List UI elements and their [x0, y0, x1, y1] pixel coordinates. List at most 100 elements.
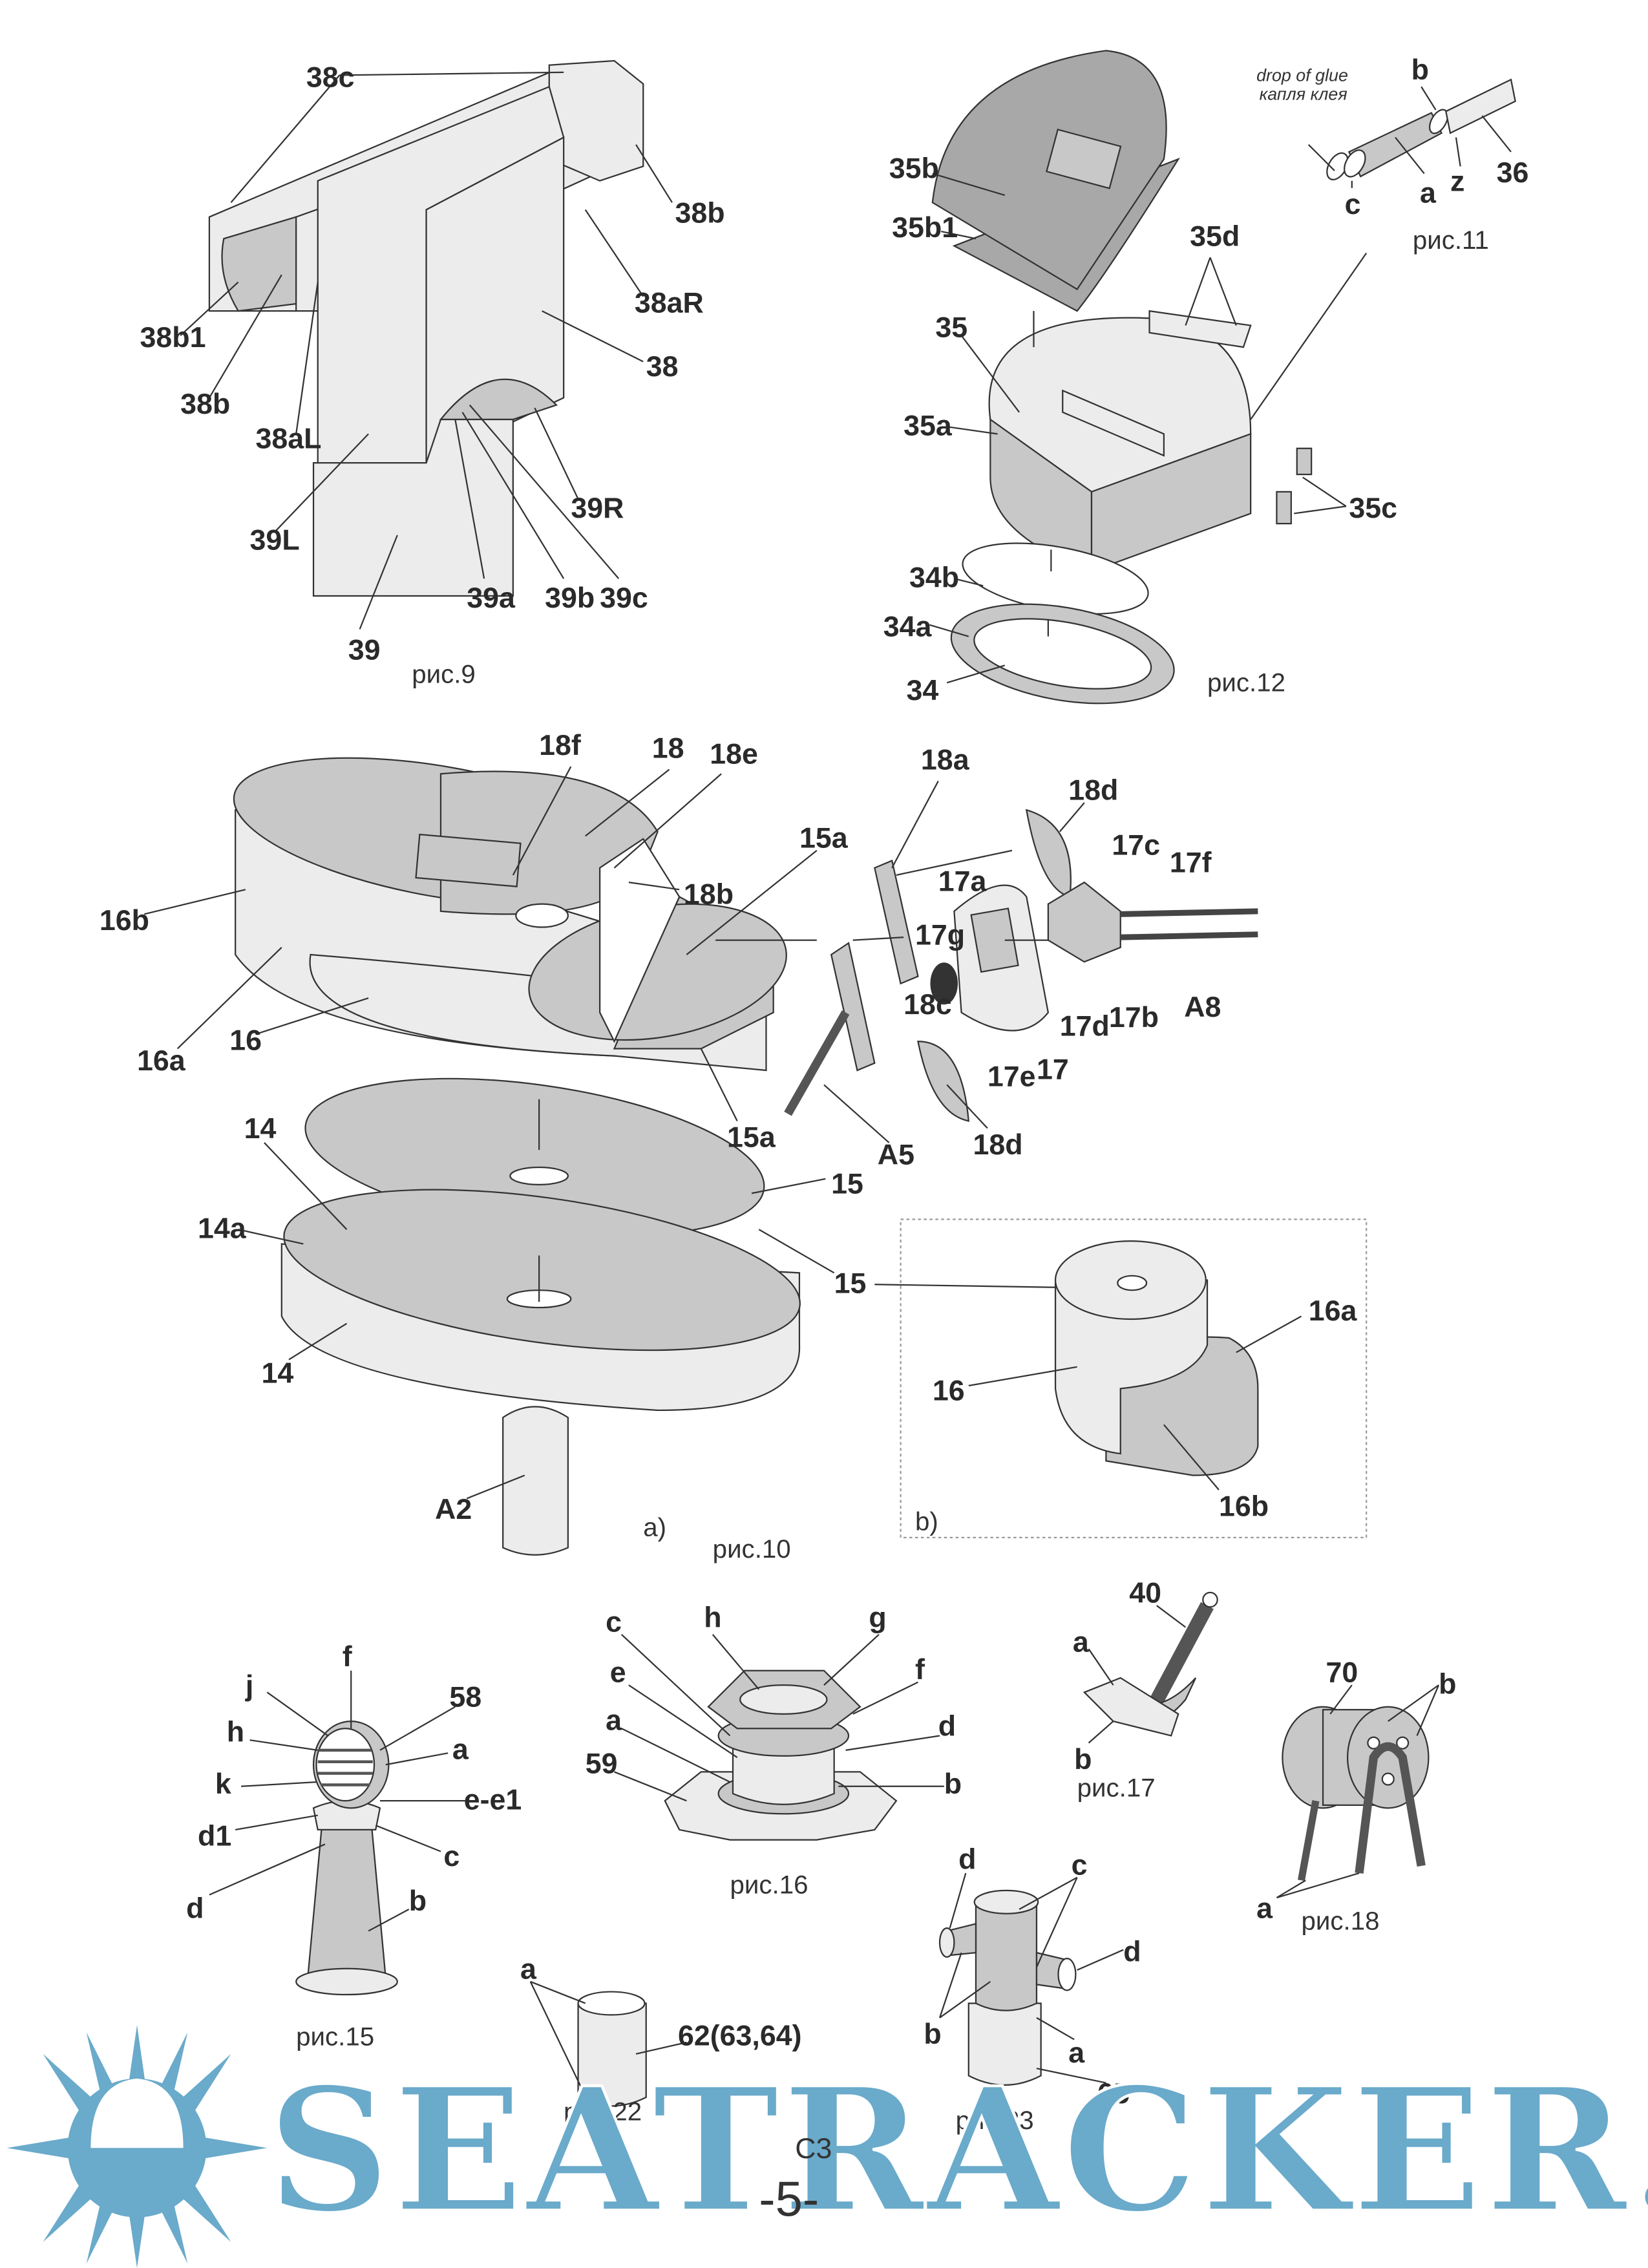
label-34b: 34b — [909, 562, 959, 594]
label-14: 14 — [261, 1357, 293, 1389]
part-38-front — [425, 136, 565, 464]
label-18d: 18d — [973, 1129, 1023, 1161]
label-d: d — [938, 1710, 956, 1742]
seatracker-watermark: SEATRACKER.RU — [6, 2025, 1648, 2268]
label-18d: 18d — [1068, 774, 1118, 807]
label-b: b — [1439, 1668, 1456, 1701]
label-a: a — [1073, 1626, 1090, 1659]
subfigure-b-label: b) — [915, 1507, 938, 1536]
label-18a: 18a — [921, 744, 970, 776]
label-b: b — [409, 1885, 427, 1917]
subfigure-a-label: a) — [643, 1513, 666, 1542]
label-14a: 14a — [198, 1213, 247, 1245]
label-f: f — [915, 1653, 925, 1686]
label-17: 17 — [1037, 1053, 1069, 1085]
anchor-shank — [1143, 1602, 1214, 1718]
part-18a — [874, 859, 919, 985]
glue-note-ru: капля клея — [1260, 84, 1347, 103]
part-35-front — [1090, 432, 1252, 573]
label-b: b — [1074, 1743, 1092, 1775]
label-15: 15 — [831, 1167, 863, 1200]
label-38b: 38b — [675, 197, 724, 229]
label-c: c — [1072, 1849, 1088, 1881]
label-a: a — [452, 1733, 469, 1765]
label-A8: A8 — [1184, 991, 1221, 1023]
label-35d: 35d — [1190, 220, 1240, 252]
label-c: c — [606, 1606, 622, 1638]
caption-fig22: рис.22 — [564, 2097, 642, 2126]
label-59: 59 — [586, 1748, 618, 1780]
label-17c: 17c — [1112, 829, 1160, 862]
label-18f: 18f — [539, 729, 581, 761]
frame-a — [1355, 1742, 1426, 1874]
label-16b: 16b — [100, 904, 149, 937]
label-35c: 35c — [1349, 492, 1397, 524]
part-h — [739, 1684, 828, 1715]
label-f: f — [343, 1640, 352, 1673]
label-b: b — [944, 1768, 962, 1800]
part-18f — [415, 833, 522, 887]
label-39b: 39b — [545, 582, 595, 614]
label-A5: A5 — [878, 1138, 914, 1171]
part-18d-top — [1025, 809, 1072, 898]
label-17e: 17e — [988, 1061, 1036, 1093]
watermark-text: SEATRACKER.RU — [267, 2050, 1648, 2251]
label-17d: 17d — [1060, 1010, 1110, 1042]
part-39R — [439, 378, 558, 421]
part-18e — [515, 903, 569, 928]
caption-fig15: рис.15 — [296, 2022, 374, 2051]
sheet-number: C3 — [795, 2132, 832, 2165]
label-35a: 35a — [903, 410, 953, 442]
label-38aL: 38aL — [256, 423, 322, 455]
caption-fig23: рис.23 — [956, 2106, 1034, 2135]
label-38: 38 — [646, 350, 679, 383]
label-k: k — [215, 1768, 231, 1800]
label-35b1: 35b1 — [892, 211, 958, 244]
label-62-63-64: 62(63,64) — [678, 2019, 802, 2051]
label-39L: 39L — [250, 524, 300, 556]
sun-logo-highlight — [90, 2078, 184, 2148]
label-a: a — [1420, 176, 1437, 209]
label-z: z — [1450, 165, 1464, 197]
label-17f: 17f — [1170, 846, 1212, 878]
figure-15: j f 58 h a k e-e1 d1 c d b рис.15 — [186, 1640, 522, 2051]
figure-17: 40 a b рис.17 — [1073, 1577, 1218, 1802]
label-38c: 38c — [306, 61, 355, 93]
part-b-ring — [1429, 109, 1449, 134]
label-18: 18 — [652, 732, 684, 765]
figure-18: 70 b a рис.18 — [1256, 1657, 1456, 1936]
label-17a: 17a — [938, 865, 988, 898]
label-a: a — [1256, 1892, 1273, 1924]
label-35: 35 — [935, 311, 967, 343]
label-d: d — [958, 1843, 976, 1875]
part-17g — [930, 962, 958, 1005]
caption-fig11: рис.11 — [1413, 226, 1489, 255]
label-j: j — [245, 1669, 253, 1702]
label-c: c — [443, 1840, 460, 1872]
part-17c — [1047, 881, 1121, 963]
label-A2: A2 — [435, 1493, 472, 1525]
part-14a — [283, 1189, 801, 1351]
caption-fig18: рис.18 — [1302, 1906, 1380, 1935]
part-16-b — [1054, 1279, 1209, 1455]
label-b: b — [1411, 54, 1429, 86]
label-a: a — [520, 1953, 537, 1985]
label-e-e1: e-e1 — [464, 1784, 522, 1816]
label-d1: d1 — [198, 1820, 231, 1852]
label-38aR: 38aR — [635, 286, 704, 319]
label-36: 36 — [1497, 156, 1529, 189]
label-65: 65 — [1097, 2077, 1130, 2110]
caption-fig12: рис.12 — [1207, 668, 1285, 697]
part-18d-bottom — [917, 1041, 970, 1122]
part-36 — [1445, 78, 1516, 134]
part-A2 — [502, 1406, 569, 1556]
figure-11: drop of glue капля клея b c a z 36 рис.1… — [1256, 54, 1528, 255]
part-b-body — [975, 1901, 1038, 2011]
label-g: g — [869, 1602, 886, 1634]
figure-10b: 16a 16 16b b) — [874, 1218, 1368, 1538]
figure-22: a 62(63,64) рис.22 — [520, 1953, 802, 2126]
label-16: 16 — [933, 1374, 965, 1406]
label-c: c — [1345, 188, 1361, 220]
label-39a: 39a — [467, 582, 516, 614]
